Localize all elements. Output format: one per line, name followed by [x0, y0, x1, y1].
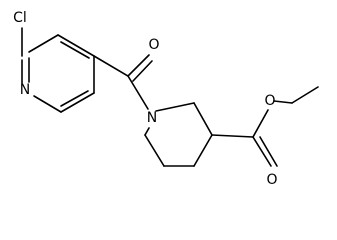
piperidine-ring — [144, 102, 213, 167]
atom-labels: Cl N O N O O — [13, 10, 277, 188]
atom-o-ester-carbonyl: O — [266, 172, 277, 188]
pyridine-ring — [21, 27, 95, 113]
atom-n-piperidine: N — [147, 110, 157, 126]
ethyl-ester — [211, 86, 319, 167]
bond-ester-c-oalkyl — [252, 109, 269, 138]
bond-n-c2p — [155, 102, 195, 112]
bond-ester-c-o-inner — [259, 136, 278, 167]
atom-o-ester: O — [264, 93, 275, 109]
atom-o-amide: O — [148, 37, 159, 53]
bond-c6p-n — [144, 127, 150, 136]
bond-ch2-ch3 — [291, 86, 319, 104]
atom-cl: Cl — [13, 10, 27, 26]
bond-carbonyl-o — [127, 54, 150, 77]
bond-c5-c6 — [60, 92, 95, 113]
amide-linkage — [93, 54, 153, 110]
atom-n-pyridine: N — [20, 82, 30, 98]
bond-c3p-ester-c — [211, 134, 254, 138]
bond-carbonyl-n — [127, 75, 149, 110]
bond-c3-c4-inner — [60, 41, 90, 59]
bond-c2p-c3p — [193, 102, 213, 136]
bond-c3p-c4p — [193, 134, 213, 167]
bond-carbonyl-o-inner — [132, 60, 153, 82]
bond-c6-n1 — [33, 95, 62, 113]
bond-c5p-c6p — [144, 134, 165, 167]
bond-c2-c3 — [28, 34, 59, 53]
bond-c5-c6-inner — [60, 90, 89, 107]
bond-ester-c-o — [252, 136, 272, 167]
bond-c4-carbonyl — [93, 55, 129, 77]
bond-c3-c4 — [57, 34, 95, 57]
molecule-diagram: Cl N O N O O — [13, 10, 319, 188]
bond-oalkyl-ch2 — [273, 100, 293, 104]
